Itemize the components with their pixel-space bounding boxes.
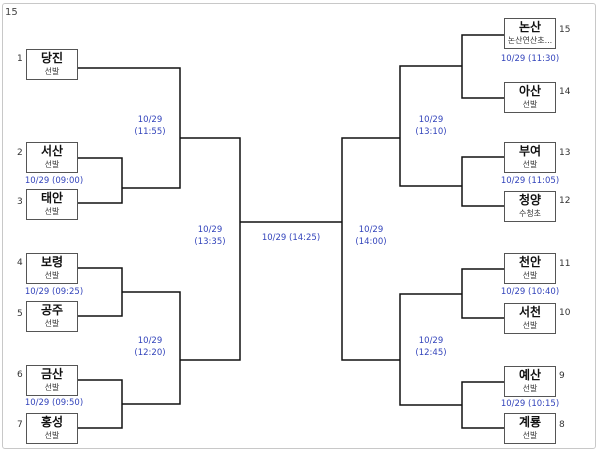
team-box-seocheon[interactable]: 서천 선발 xyxy=(504,303,556,334)
seed-number: 15 xyxy=(559,25,571,35)
match-time: 10/29 (11:55) xyxy=(128,114,172,138)
team-sub-label: 선발 xyxy=(44,383,60,392)
bracket-frame xyxy=(2,3,596,449)
team-box-boryeong[interactable]: 보령 선발 xyxy=(26,253,78,284)
team-sub-label: 선발 xyxy=(522,100,538,109)
bracket-line xyxy=(399,65,462,187)
match-time: 10/29 (09:00) xyxy=(24,176,84,186)
team-box-gyeryong[interactable]: 계룡 선발 xyxy=(504,413,556,444)
team-name: 서천 xyxy=(518,305,542,319)
seed-number: 4 xyxy=(17,258,23,268)
team-sub-label: 선발 xyxy=(44,271,60,280)
team-name: 태안 xyxy=(40,191,64,205)
team-name: 홍성 xyxy=(40,415,64,429)
match-time: 10/29 (13:35) xyxy=(188,224,232,248)
team-box-yesan[interactable]: 예산 선발 xyxy=(504,366,556,397)
team-box-asan[interactable]: 아산 선발 xyxy=(504,82,556,113)
seed-number: 7 xyxy=(17,420,23,430)
bracket-line xyxy=(122,291,181,405)
bracket-line xyxy=(399,293,462,406)
match-time-final: 10/29 (14:25) xyxy=(261,233,321,243)
bracket-line xyxy=(180,137,241,361)
match-hour: (13:10) xyxy=(415,127,447,137)
team-name: 아산 xyxy=(518,84,542,98)
seed-number: 12 xyxy=(559,196,571,206)
match-date: 10/29 xyxy=(358,225,384,235)
team-box-geumsan[interactable]: 금산 선발 xyxy=(26,365,78,396)
match-hour: (11:55) xyxy=(134,127,166,137)
team-name: 예산 xyxy=(518,368,542,382)
team-box-taean[interactable]: 태안 선발 xyxy=(26,189,78,220)
seed-number: 13 xyxy=(559,148,571,158)
team-sub-label: 선발 xyxy=(44,160,60,169)
team-sub-label: 선발 xyxy=(44,67,60,76)
seed-number: 10 xyxy=(559,308,571,318)
seed-number: 8 xyxy=(559,420,565,430)
match-date: 10/29 xyxy=(418,336,444,346)
match-time: 10/29 (10:40) xyxy=(500,287,560,297)
match-time: 10/29 (12:45) xyxy=(409,335,453,359)
seed-number: 5 xyxy=(17,309,23,319)
team-name: 금산 xyxy=(40,367,64,381)
bracket-line xyxy=(78,67,181,189)
team-name: 서산 xyxy=(40,144,64,158)
seed-number: 1 xyxy=(17,54,23,64)
bracket-line xyxy=(78,157,123,204)
bracket-line xyxy=(461,34,504,99)
team-name: 청양 xyxy=(518,193,542,207)
team-sub-label: 선발 xyxy=(44,431,60,440)
team-box-cheonan[interactable]: 천안 선발 xyxy=(504,253,556,284)
bracket-line xyxy=(461,156,504,207)
match-time: 10/29 (13:10) xyxy=(409,114,453,138)
seed-number: 9 xyxy=(559,371,565,381)
match-time: 10/29 (09:50) xyxy=(24,398,84,408)
team-box-nonsan[interactable]: 논산 논산연산초... xyxy=(504,18,556,49)
match-date: 10/29 xyxy=(197,225,223,235)
team-name: 부여 xyxy=(518,144,542,158)
match-hour: (13:35) xyxy=(194,237,226,247)
seed-number: 3 xyxy=(17,197,23,207)
match-time: 10/29 (11:05) xyxy=(500,176,560,186)
team-sub-label: 선발 xyxy=(522,160,538,169)
match-time: 10/29 (12:20) xyxy=(128,335,172,359)
team-name: 천안 xyxy=(518,255,542,269)
team-name: 계룡 xyxy=(518,415,542,429)
team-sub-label: 선발 xyxy=(522,271,538,280)
team-box-dangjin[interactable]: 당진 선발 xyxy=(26,49,78,80)
team-sub-label: 수청초 xyxy=(518,209,542,218)
team-name: 보령 xyxy=(40,255,64,269)
team-sub-label: 선발 xyxy=(522,431,538,440)
match-hour: (12:45) xyxy=(415,348,447,358)
match-date: 10/29 xyxy=(137,115,163,125)
team-sub-label: 논산연산초... xyxy=(507,36,553,45)
seed-number: 2 xyxy=(17,148,23,158)
seed-number: 11 xyxy=(559,259,571,269)
team-sub-label: 선발 xyxy=(522,321,538,330)
match-time: 10/29 (09:25) xyxy=(24,287,84,297)
match-time: 10/29 (11:30) xyxy=(500,54,560,64)
corner-label: 15 xyxy=(5,7,18,18)
team-box-buyeo[interactable]: 부여 선발 xyxy=(504,142,556,173)
team-box-hongseong[interactable]: 홍성 선발 xyxy=(26,413,78,444)
match-hour: (14:00) xyxy=(355,237,387,247)
team-name: 논산 xyxy=(518,20,542,34)
team-name: 당진 xyxy=(40,51,64,65)
team-name: 공주 xyxy=(40,303,64,317)
bracket-line xyxy=(341,137,400,361)
match-time: 10/29 (14:00) xyxy=(349,224,393,248)
seed-number: 14 xyxy=(559,87,571,97)
match-time: 10/29 (10:15) xyxy=(500,399,560,409)
team-sub-label: 선발 xyxy=(522,384,538,393)
team-box-cheongyang[interactable]: 청양 수청초 xyxy=(504,191,556,222)
team-box-seosan[interactable]: 서산 선발 xyxy=(26,142,78,173)
seed-number: 6 xyxy=(17,370,23,380)
match-hour: (12:20) xyxy=(134,348,166,358)
match-date: 10/29 xyxy=(418,115,444,125)
team-sub-label: 선발 xyxy=(44,207,60,216)
team-sub-label: 선발 xyxy=(44,319,60,328)
team-box-gongju[interactable]: 공주 선발 xyxy=(26,301,78,332)
match-date: 10/29 xyxy=(137,336,163,346)
